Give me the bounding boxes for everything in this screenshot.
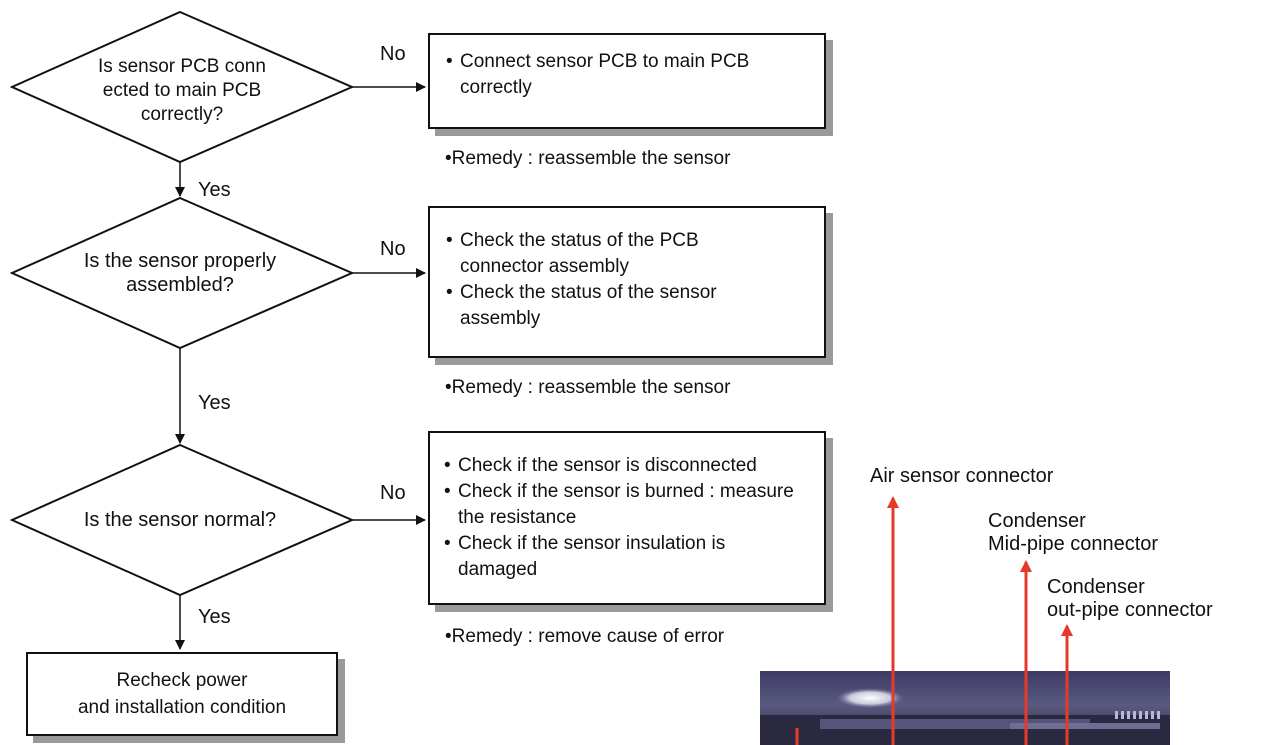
pcb-photo	[760, 671, 1170, 745]
no-label-1: No	[380, 43, 406, 65]
decision-2-line: Is the sensor properly	[83, 250, 277, 272]
decision-1-line: correctly?	[140, 104, 224, 125]
decision-1-line: Is sensor PCB conn	[98, 56, 266, 77]
yes-label-3: Yes	[198, 606, 231, 628]
action-item: Check the status of the PCB connector as…	[440, 228, 770, 280]
no-label-3: No	[380, 482, 406, 504]
action-box-2: Check the status of the PCB connector as…	[428, 206, 826, 358]
final-box: Recheck power and installation condition	[26, 652, 338, 736]
remedy-1: Remedy : reassemble the sensor	[445, 147, 731, 171]
action-box-1: Connect sensor PCB to main PCB correctly	[428, 33, 826, 129]
out-pipe-label-2: out-pipe connector	[1047, 599, 1213, 621]
yes-label-1: Yes	[198, 179, 231, 201]
decision-3-line: Is the sensor normal?	[83, 509, 277, 531]
action-box-3: Check if the sensor is disconnected Chec…	[428, 431, 826, 605]
final-line: and installation condition	[77, 697, 287, 718]
decision-2-line: assembled?	[126, 274, 234, 296]
yes-label-2: Yes	[198, 392, 231, 414]
out-pipe-label-1: Condenser	[1047, 576, 1145, 598]
decision-3-text: Is the sensor normal?	[40, 508, 320, 532]
remedy-3: Remedy : remove cause of error	[445, 625, 724, 649]
final-line: Recheck power	[116, 670, 248, 691]
mid-pipe-label-2: Mid-pipe connector	[988, 533, 1159, 555]
remedy-2: Remedy : reassemble the sensor	[445, 376, 731, 400]
no-label-2: No	[380, 238, 406, 260]
decision-1-line: ected to main PCB	[102, 80, 262, 101]
action-item: Check the status of the sensor assembly	[440, 280, 770, 332]
action-item: Check if the sensor is disconnected	[438, 453, 828, 479]
action-item: Check if the sensor is burned : measure …	[438, 479, 798, 531]
decision-1-text: Is sensor PCB conn ected to main PCB cor…	[62, 55, 302, 127]
action-item: Check if the sensor insulation is damage…	[438, 531, 798, 583]
air-sensor-label: Air sensor connector	[870, 465, 1054, 487]
action-item: Connect sensor PCB to main PCB correctly	[440, 49, 760, 101]
decision-2-text: Is the sensor properly assembled?	[40, 249, 320, 297]
mid-pipe-label-1: Condenser	[988, 510, 1086, 532]
